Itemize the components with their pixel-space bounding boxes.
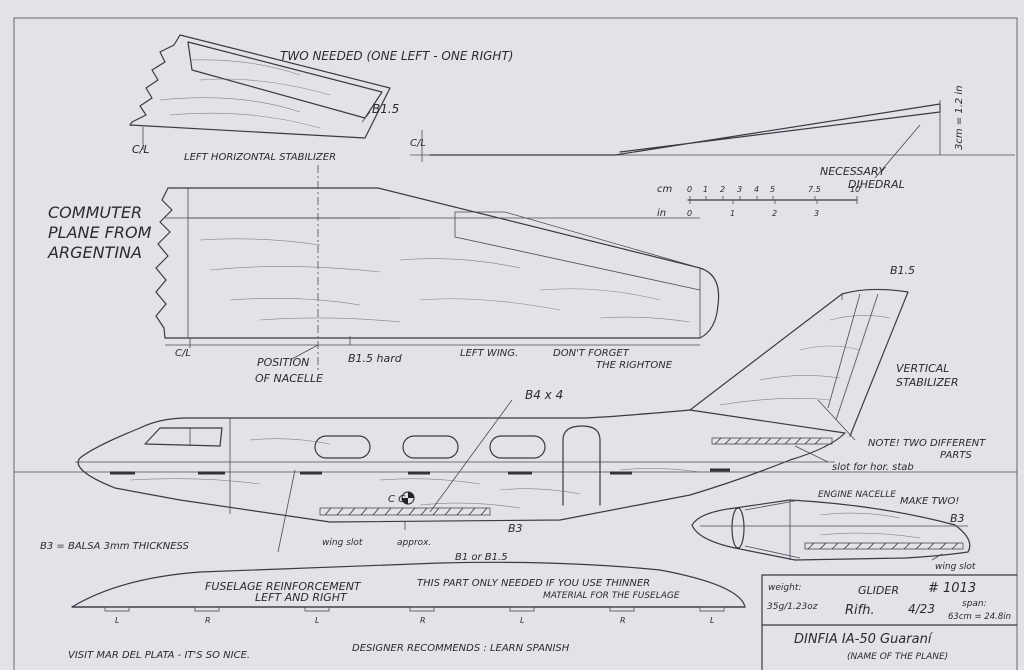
cl-wing-label: C/L bbox=[175, 348, 191, 359]
date: 4/23 bbox=[908, 602, 935, 616]
weight-value: 35g/1.23oz bbox=[767, 602, 818, 612]
cm-tick: 0 bbox=[687, 185, 692, 194]
dont-forget-line1: DON'T FORGET bbox=[553, 348, 630, 359]
reinf-mark: R bbox=[205, 616, 211, 625]
b15-stab-label: B1.5 bbox=[372, 102, 399, 116]
reinforcement-marks: L R L R L R L bbox=[115, 616, 714, 625]
glider-number: # 1013 bbox=[928, 581, 976, 596]
reinf-mark: L bbox=[710, 616, 714, 625]
scale-bar bbox=[687, 196, 858, 204]
engine-nacelle-line2: MAKE TWO! bbox=[900, 496, 959, 507]
cm-tick: 1 bbox=[703, 185, 708, 194]
reinforcement-line2: LEFT AND RIGHT bbox=[255, 591, 348, 604]
cm-tick: 5 bbox=[770, 185, 775, 194]
reinf-mark: R bbox=[420, 616, 426, 625]
thinner-line2: MATERIAL FOR THE FUSELAGE bbox=[543, 591, 680, 601]
reinf-mark: L bbox=[520, 616, 524, 625]
reinforcement-line1: FUSELAGE REINFORCEMENT bbox=[205, 580, 362, 593]
in-tick: 2 bbox=[772, 209, 777, 218]
reinf-mark: R bbox=[620, 616, 626, 625]
wing-slot-nacelle-label: wing slot bbox=[935, 562, 976, 572]
thinner-line1: THIS PART ONLY NEEDED IF YOU USE THINNER bbox=[417, 578, 650, 589]
approx-label: approx. bbox=[397, 538, 431, 548]
dihedral-label: DIHEDRAL bbox=[848, 178, 905, 191]
position-line2: OF NACELLE bbox=[255, 372, 323, 385]
dihedral-value-label: 3cm = 1.2 in bbox=[954, 85, 965, 150]
b3-balsa-note: B3 = BALSA 3mm THICKNESS bbox=[40, 541, 190, 552]
fuselage-drawing bbox=[75, 288, 909, 553]
plane-name: DINFIA IA-50 Guaraní bbox=[794, 632, 934, 647]
weight-label: weight: bbox=[768, 583, 801, 593]
horizontal-stabilizer-drawing bbox=[129, 34, 391, 150]
commuter-line2: PLANE FROM bbox=[48, 223, 152, 242]
reinforcement-drawing bbox=[71, 561, 746, 612]
scale-cm-ticks: 0 1 2 3 4 5 7.5 10 bbox=[687, 185, 860, 194]
wing-slot-label: wing slot bbox=[322, 538, 363, 548]
visit-note: VISIT MAR DEL PLATA - IT'S SO NICE. bbox=[68, 650, 250, 661]
left-wing-drawing bbox=[155, 165, 720, 370]
designer-note: DESIGNER RECOMMENDS : LEARN SPANISH bbox=[352, 643, 570, 654]
cm-tick: 7.5 bbox=[808, 185, 821, 194]
vertical-line1: VERTICAL bbox=[896, 362, 949, 375]
cm-tick: 4 bbox=[754, 185, 759, 194]
b15-hard-label: B1.5 hard bbox=[348, 352, 403, 365]
b3-fuselage-label: B3 bbox=[508, 522, 523, 535]
cm-tick: 3 bbox=[737, 185, 742, 194]
sheet-border bbox=[13, 17, 1018, 670]
commuter-line1: COMMUTER bbox=[48, 203, 142, 222]
two-needed-note: TWO NEEDED (ONE LEFT - ONE RIGHT) bbox=[280, 49, 513, 63]
position-line1: POSITION bbox=[257, 356, 309, 369]
note-line2: PARTS bbox=[940, 450, 972, 461]
signature: Rifh. bbox=[845, 603, 875, 618]
glider-label: GLIDER bbox=[858, 584, 899, 597]
scale-in-label: in bbox=[657, 208, 666, 219]
engine-nacelle-drawing bbox=[691, 499, 971, 561]
dont-forget-line2: THE RIGHTONE bbox=[596, 360, 673, 371]
left-stab-label: LEFT HORIZONTAL STABILIZER bbox=[184, 152, 336, 163]
title-block bbox=[761, 574, 1018, 670]
reinf-mark: L bbox=[115, 616, 119, 625]
in-tick: 0 bbox=[687, 209, 692, 218]
cm-tick: 10 bbox=[850, 185, 860, 194]
left-wing-label: LEFT WING. bbox=[460, 348, 518, 359]
dihedral-view-drawing bbox=[410, 100, 1015, 179]
span-label: span: bbox=[962, 599, 987, 609]
b1-or-b15-label: B1 or B1.5 bbox=[455, 552, 508, 563]
in-tick: 3 bbox=[814, 209, 819, 218]
cl-dihedral-label: C/L bbox=[410, 138, 426, 149]
necessary-label: NECESSARY bbox=[820, 165, 887, 178]
commuter-line3: ARGENTINA bbox=[47, 243, 142, 262]
cl-top-label: C/L bbox=[132, 143, 150, 156]
cg-label: C G bbox=[388, 494, 406, 505]
engine-nacelle-line1: ENGINE NACELLE bbox=[818, 490, 896, 500]
in-tick: 1 bbox=[730, 209, 735, 218]
plane-name-caption: (NAME OF THE PLANE) bbox=[847, 652, 948, 662]
reinf-mark: L bbox=[315, 616, 319, 625]
vertical-line2: STABILIZER bbox=[896, 376, 959, 389]
slot-hor-stab-label: slot for hor. stab bbox=[832, 462, 914, 473]
scale-in-ticks: 0 1 2 3 bbox=[687, 209, 819, 218]
span-value: 63cm = 24.8in bbox=[948, 612, 1011, 622]
b3-nacelle-label: B3 bbox=[950, 512, 965, 525]
cm-tick: 2 bbox=[720, 185, 725, 194]
scale-cm-label: cm bbox=[657, 184, 672, 195]
b4x4-label: B4 x 4 bbox=[525, 388, 563, 402]
b15-fin-label: B1.5 bbox=[890, 264, 915, 277]
note-line1: NOTE! TWO DIFFERENT bbox=[868, 438, 986, 449]
